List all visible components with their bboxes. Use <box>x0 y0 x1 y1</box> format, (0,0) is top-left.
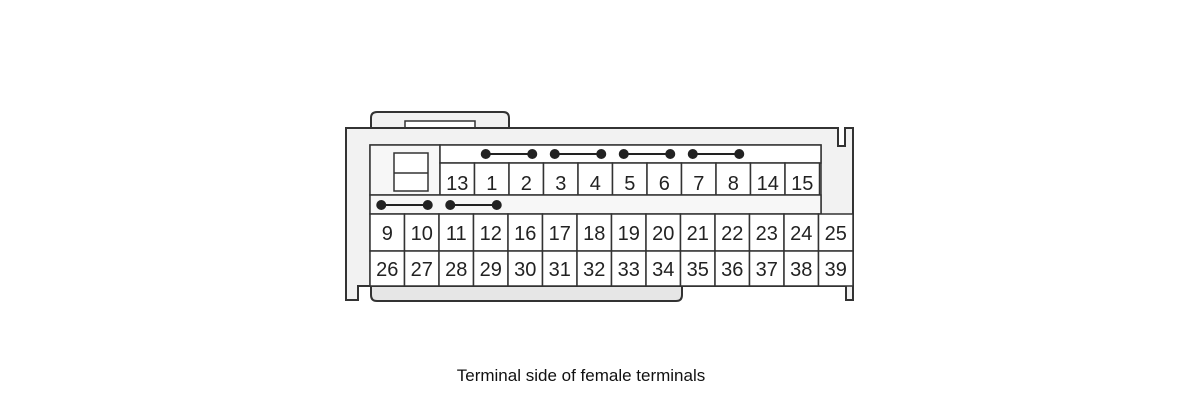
bottom-row-pins: 26 27 28 29 30 31 32 33 34 35 36 37 38 39 <box>369 250 854 287</box>
latch-slot <box>404 120 476 129</box>
pin-label-5: 5 <box>624 173 635 195</box>
pin-label-3: 3 <box>555 173 566 195</box>
top-row-pins: 13 1 2 3 4 5 6 7 8 14 15 <box>439 144 822 196</box>
terminal-cell-18 <box>576 213 613 252</box>
pin-label-1: 1 <box>486 173 497 195</box>
bridge-dot-3-4-start <box>549 149 560 159</box>
pin-label-12: 12 <box>480 223 502 245</box>
diagram-caption: Terminal side of female terminals <box>456 366 706 385</box>
shorting-bridges <box>376 149 745 210</box>
pin-label-15: 15 <box>791 173 813 195</box>
terminal-cell-16 <box>507 213 544 252</box>
pin-label-25: 25 <box>825 223 847 245</box>
terminal-cell-3 <box>542 162 579 196</box>
bridge-dot-5-6-start <box>618 149 629 159</box>
pin-label-10: 10 <box>411 223 433 245</box>
pin-label-22: 22 <box>721 223 743 245</box>
pin-label-24: 24 <box>790 223 812 245</box>
pin-label-33: 33 <box>618 259 640 281</box>
bridge-dot-11-12-start <box>445 200 456 210</box>
pin-label-38: 38 <box>790 259 812 281</box>
pin-label-7: 7 <box>693 173 704 195</box>
bridge-dot-5-6-end <box>665 149 676 159</box>
pin-label-29: 29 <box>480 259 502 281</box>
terminal-cell-23 <box>748 213 785 252</box>
pin-label-4: 4 <box>590 173 601 195</box>
pin-label-36: 36 <box>721 259 743 281</box>
pin-label-6: 6 <box>659 173 670 195</box>
pin-label-2: 2 <box>521 173 532 195</box>
pin-label-20: 20 <box>652 223 674 245</box>
pin-label-16: 16 <box>514 223 536 245</box>
pin-label-21: 21 <box>687 223 709 245</box>
pin-label-13: 13 <box>446 173 468 195</box>
pin-label-17: 17 <box>549 223 571 245</box>
terminal-cell-19 <box>610 213 647 252</box>
pin-label-23: 23 <box>756 223 778 245</box>
pin-label-35: 35 <box>687 259 709 281</box>
terminal-cell-26 <box>369 250 406 287</box>
bridge-dot-1-2-end <box>527 149 538 159</box>
pin-label-9: 9 <box>382 223 393 245</box>
pin-label-39: 39 <box>825 259 847 281</box>
terminal-cell-29 <box>472 250 509 287</box>
pin-label-32: 32 <box>583 259 605 281</box>
pin-label-11: 11 <box>446 223 467 245</box>
terminal-cell-33 <box>610 250 647 287</box>
key-slot-icon <box>393 152 429 192</box>
terminal-cell-1 <box>473 162 510 196</box>
terminal-cell-9 <box>369 213 406 252</box>
terminal-cell-27 <box>403 250 440 287</box>
pin-label-27: 27 <box>411 259 433 281</box>
terminal-cell-10 <box>403 213 440 252</box>
pin-label-8: 8 <box>728 173 739 195</box>
pin-label-18: 18 <box>583 223 605 245</box>
bridge-dot-3-4-end <box>596 149 607 159</box>
terminal-cell-32 <box>576 250 613 287</box>
pin-label-14: 14 <box>757 173 779 195</box>
connector-bottom-tab <box>370 285 683 302</box>
pin-label-26: 26 <box>376 259 398 281</box>
pin-label-28: 28 <box>445 259 467 281</box>
terminal-cell-7 <box>680 162 717 196</box>
terminal-cell-35 <box>679 250 716 287</box>
pin-label-31: 31 <box>549 259 571 281</box>
bridge-dot-11-12-end <box>491 200 502 210</box>
bridge-dot-7-8-start <box>687 149 698 159</box>
terminal-cell-39 <box>817 250 854 287</box>
pin-label-34: 34 <box>652 259 674 281</box>
bridge-dot-7-8-end <box>734 149 745 159</box>
pin-label-37: 37 <box>756 259 778 281</box>
pin-label-30: 30 <box>514 259 536 281</box>
middle-row-pins: 9 10 11 12 16 17 18 19 20 21 22 23 24 25 <box>369 194 854 252</box>
bridge-dot-1-2-start <box>480 149 491 159</box>
terminal-cell-25 <box>817 213 854 252</box>
middle-bridge-strip <box>369 194 822 215</box>
bridge-dot-9-10-end <box>422 200 433 210</box>
pin-label-19: 19 <box>618 223 640 245</box>
bridge-dot-9-10-start <box>376 200 387 210</box>
